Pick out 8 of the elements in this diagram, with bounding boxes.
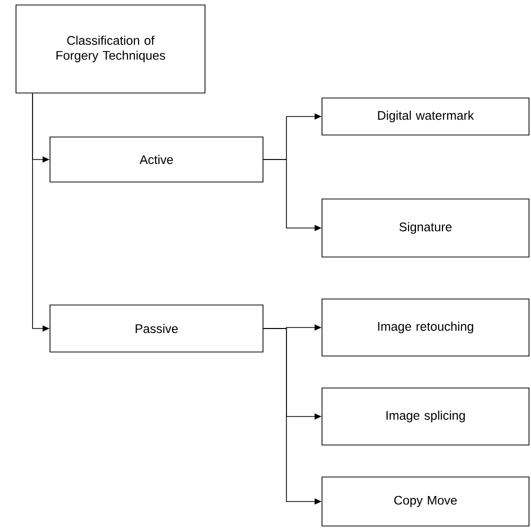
technique-box: Copy Move <box>322 476 530 526</box>
category-box: Active <box>50 136 264 182</box>
technique-box: Image retouching <box>322 298 530 356</box>
root-box: Classification of Forgery Techniques <box>16 4 206 94</box>
category-box: Passive <box>50 304 264 352</box>
technique-box: Digital watermark <box>322 98 530 136</box>
technique-box: Image splicing <box>322 388 530 446</box>
technique-box: Signature <box>322 198 530 258</box>
